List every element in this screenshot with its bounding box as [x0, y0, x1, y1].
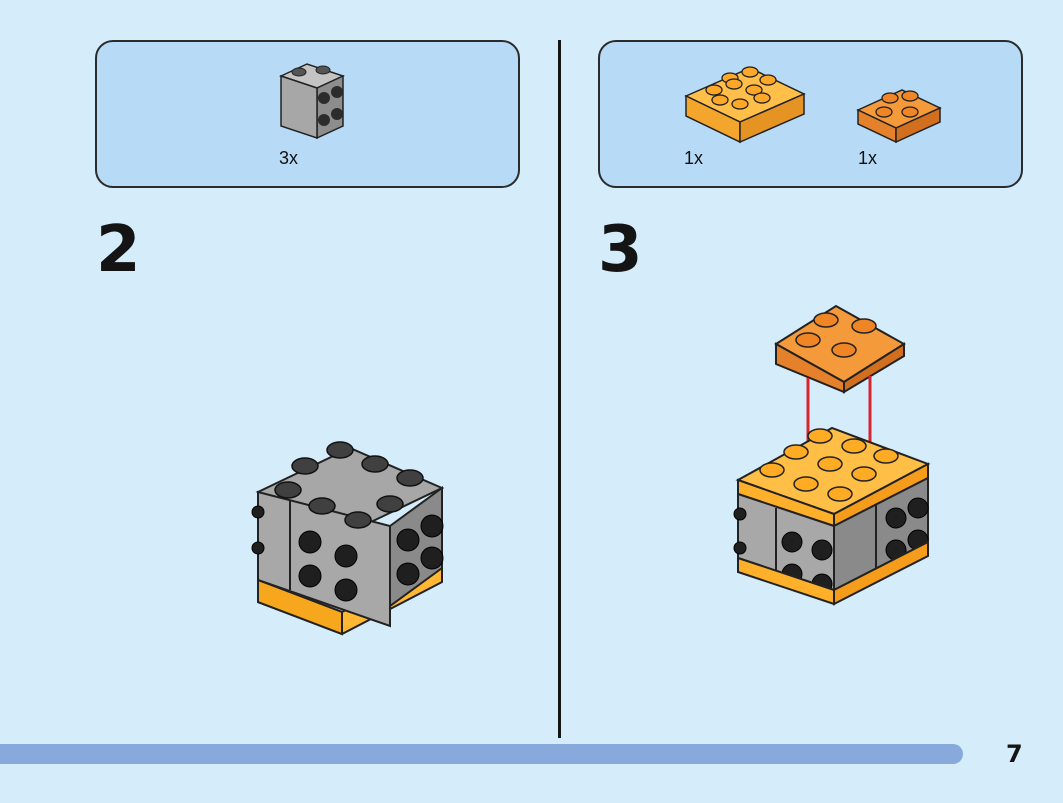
page-progress-bar [0, 744, 963, 764]
step-3-parts-box: 1x 1x [598, 40, 1023, 188]
gray-brick-part-icon [278, 63, 346, 140]
part-quantity: 3x [279, 148, 299, 168]
step-2-parts-box: 3x [95, 40, 520, 188]
step-divider [558, 40, 561, 738]
part-quantity: 1x [684, 148, 704, 168]
part-quantity: 1x [858, 148, 878, 168]
orange-plate-part-icon [856, 89, 942, 144]
step-number: 2 [96, 213, 141, 287]
step-3-model-illustration [733, 304, 931, 606]
step-number: 3 [598, 213, 643, 287]
step-2-model-illustration [251, 441, 445, 636]
yellow-plate-part-icon [684, 66, 806, 144]
page-number: 7 [1006, 740, 1023, 768]
